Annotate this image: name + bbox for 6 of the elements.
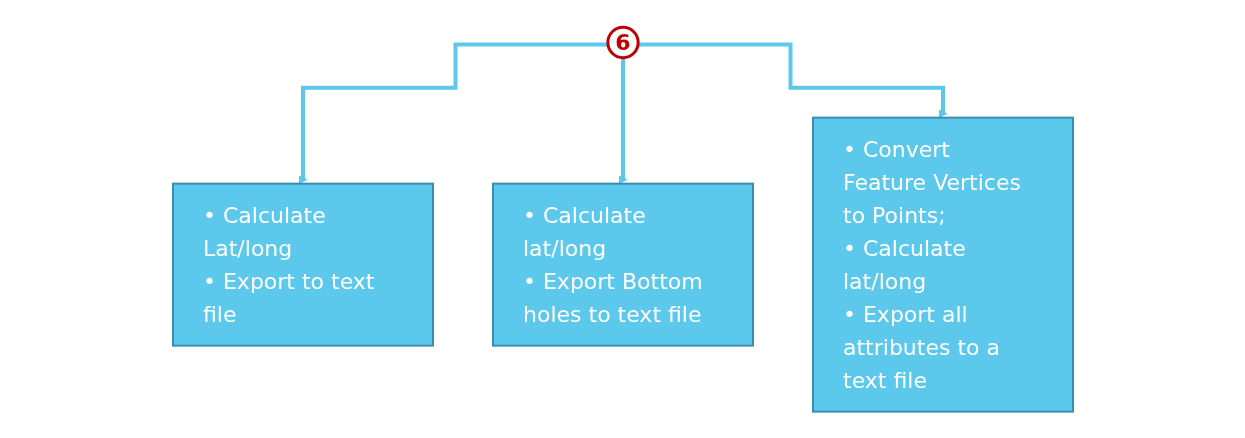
arrow bbox=[637, 42, 947, 119]
node-box: • Calculate lat/long • Export Bottom holes to text file bbox=[491, 182, 754, 347]
node-circle: 6 bbox=[605, 26, 640, 60]
node-box: • Convert Feature Vertices to Points; • Calculate lat/long • Export all attributes to a text file bbox=[811, 116, 1074, 413]
arrow bbox=[298, 42, 608, 185]
node-box: • Calculate Lat/long • Export to text file bbox=[171, 182, 434, 347]
